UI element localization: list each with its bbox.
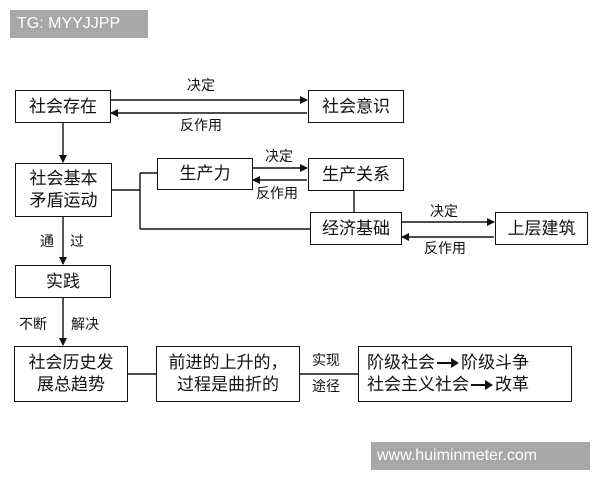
node-basic-contradiction-line1: 社会基本	[29, 169, 98, 189]
label-continuous: 不断	[19, 317, 47, 333]
label-resolve: 解决	[71, 317, 99, 333]
route-class-society: 阶级社会	[367, 353, 435, 373]
node-basic-contradiction: 社会基本 矛盾运动	[15, 163, 112, 217]
node-social-consciousness-label: 社会意识	[322, 96, 390, 117]
watermark-bottom-right: www.huiminmeter.com	[371, 442, 590, 470]
route-row-2: 社会主义社会 改革	[367, 374, 529, 396]
node-tortuous-process-line2: 过程是曲折的	[177, 375, 279, 395]
label-through-1: 通	[40, 234, 54, 250]
node-practice-label: 实践	[46, 271, 80, 292]
right-arrow-icon	[437, 358, 459, 368]
watermark-top-left: TG: MYYJJPP	[10, 10, 148, 38]
node-historical-trend-line2: 展总趋势	[37, 375, 105, 395]
label-through-2: 过	[70, 234, 84, 250]
node-economic-base: 经济基础	[310, 212, 402, 245]
node-relations-of-production-label: 生产关系	[322, 164, 390, 185]
node-practice: 实践	[15, 265, 111, 298]
label-reacts-1: 反作用	[180, 118, 222, 134]
node-tortuous-process: 前进的上升的， 过程是曲折的	[156, 346, 300, 402]
node-routes: 阶级社会 阶级斗争 社会主义社会 改革	[358, 346, 572, 402]
route-socialist-society: 社会主义社会	[367, 375, 469, 395]
node-social-existence-label: 社会存在	[29, 96, 97, 117]
label-determines-2: 决定	[265, 149, 293, 165]
route-class-struggle: 阶级斗争	[461, 353, 529, 373]
node-relations-of-production: 生产关系	[308, 158, 404, 191]
label-path: 途径	[312, 379, 340, 395]
node-social-consciousness: 社会意识	[308, 90, 404, 123]
label-determines-1: 决定	[187, 78, 215, 94]
right-arrow-icon	[471, 380, 493, 390]
node-productive-forces-label: 生产力	[179, 164, 231, 184]
node-tortuous-process-line1: 前进的上升的，	[168, 353, 288, 373]
label-determines-3: 决定	[430, 204, 458, 220]
node-basic-contradiction-line2: 矛盾运动	[29, 191, 98, 211]
node-economic-base-label: 经济基础	[322, 218, 390, 239]
node-superstructure: 上层建筑	[495, 212, 588, 245]
label-reacts-2: 反作用	[256, 186, 298, 202]
node-productive-forces: 生产力	[157, 158, 253, 190]
node-historical-trend: 社会历史发 展总趋势	[14, 346, 128, 402]
node-social-existence: 社会存在	[15, 90, 111, 123]
label-reacts-3: 反作用	[424, 241, 466, 257]
label-realize: 实现	[312, 353, 340, 369]
node-historical-trend-line1: 社会历史发	[28, 353, 114, 373]
route-reform: 改革	[495, 375, 529, 395]
node-superstructure-label: 上层建筑	[507, 218, 576, 239]
route-row-1: 阶级社会 阶级斗争	[367, 352, 529, 374]
